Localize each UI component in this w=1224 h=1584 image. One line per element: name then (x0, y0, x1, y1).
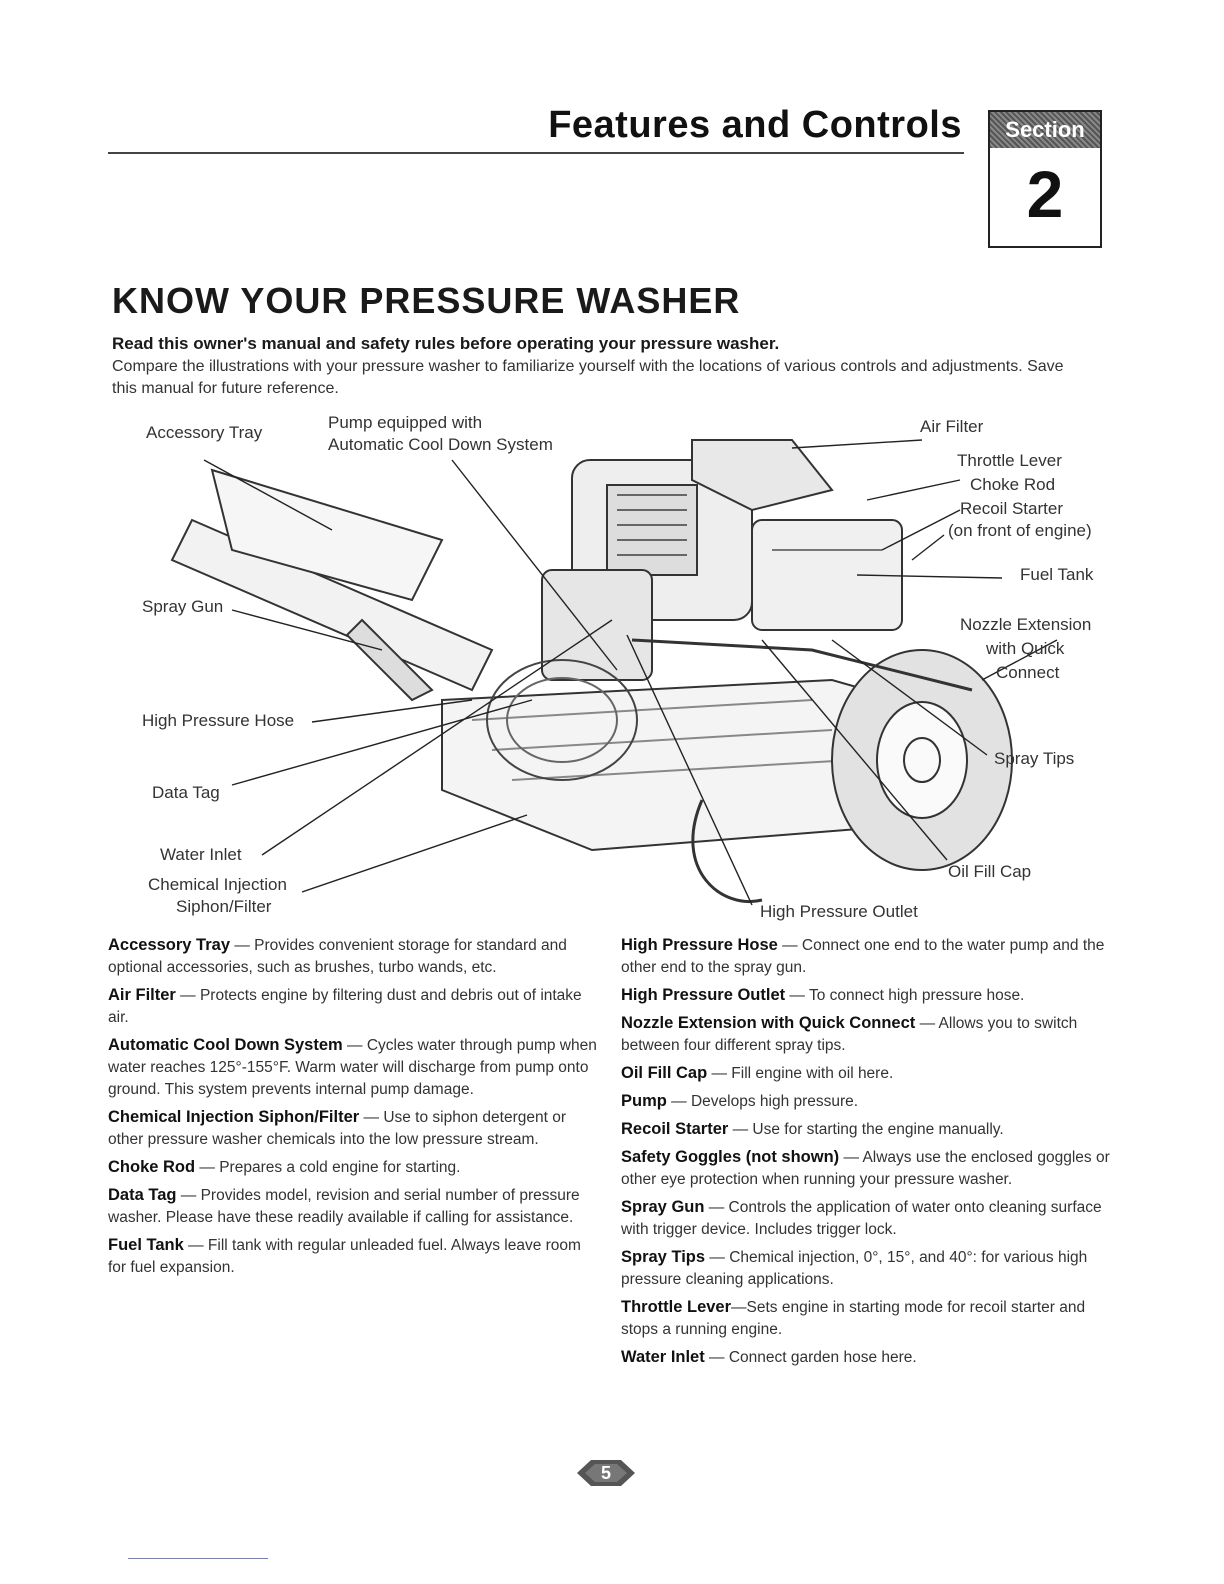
label-oil-fill-cap: Oil Fill Cap (948, 862, 1032, 881)
description-term: Safety Goggles (not shown) (621, 1148, 840, 1166)
description-term: Automatic Cool Down System (108, 1036, 343, 1054)
intro-text: Compare the illustrations with your pres… (112, 358, 1064, 397)
label-pump-line1: Pump equipped with (328, 413, 483, 432)
description-text: — Cycles water through pump when water r… (108, 1037, 597, 1098)
description-text: — Connect one end to the water pump and … (621, 937, 1105, 976)
label-recoil-note: (on front of engine) (948, 521, 1092, 540)
description-term: Pump (621, 1092, 667, 1110)
description-term: Oil Fill Cap (621, 1064, 708, 1082)
description-term: Recoil Starter (621, 1120, 729, 1138)
description-item: Accessory Tray — Provides convenient sto… (108, 934, 598, 979)
description-item: Recoil Starter — Use for starting the en… (621, 1118, 1111, 1141)
header-title: Features and Controls (548, 104, 962, 146)
section-label: Section (990, 112, 1100, 148)
descriptions-left: Accessory Tray — Provides convenient sto… (108, 934, 598, 1284)
description-item: High Pressure Hose — Connect one end to … (621, 934, 1111, 979)
label-nozzle-line1: Nozzle Extension (960, 615, 1092, 634)
description-item: Chemical Injection Siphon/Filter — Use t… (108, 1106, 598, 1151)
description-item: High Pressure Outlet — To connect high p… (621, 984, 1111, 1007)
label-spray-gun: Spray Gun (142, 597, 224, 616)
description-term: Spray Tips (621, 1248, 706, 1266)
label-chemical-injection-line1: Chemical Injection (148, 875, 287, 894)
descriptions-right: High Pressure Hose — Connect one end to … (621, 934, 1111, 1374)
description-item: Spray Tips — Chemical injection, 0°, 15°… (621, 1246, 1111, 1291)
section-tab: Section 2 (988, 110, 1102, 248)
description-item: Automatic Cool Down System — Cycles wate… (108, 1034, 598, 1101)
description-text: — Use to siphon detergent or other press… (108, 1109, 566, 1148)
bottom-rule (128, 1558, 268, 1559)
label-high-pressure-hose: High Pressure Hose (142, 711, 295, 730)
intro-bold: Read this owner's manual and safety rule… (112, 334, 780, 353)
description-text: — Use for starting the engine manually. (728, 1121, 1004, 1138)
description-term: High Pressure Hose (621, 936, 778, 954)
description-item: Data Tag — Provides model, revision and … (108, 1184, 598, 1229)
description-term: Chemical Injection Siphon/Filter (108, 1108, 360, 1126)
description-text: — Allows you to switch between four diff… (621, 1015, 1078, 1054)
label-throttle-lever: Throttle Lever (957, 451, 1062, 470)
label-accessory-tray: Accessory Tray (146, 423, 263, 442)
description-text: — Controls the application of water onto… (621, 1199, 1102, 1238)
description-term: Nozzle Extension with Quick Connect (621, 1014, 916, 1032)
description-item: Pump — Develops high pressure. (621, 1090, 1111, 1113)
description-text: — To connect high pressure hose. (785, 987, 1025, 1004)
label-water-inlet: Water Inlet (160, 845, 242, 864)
description-term: Air Filter (108, 986, 176, 1004)
description-text: — Chemical injection, 0°, 15°, and 40°: … (621, 1249, 1088, 1288)
pressure-washer-diagram: Accessory Tray Pump equipped with Automa… (112, 400, 1112, 930)
label-choke-rod: Choke Rod (970, 475, 1056, 494)
description-text: —Sets engine in starting mode for recoil… (621, 1299, 1086, 1338)
page-number: 5 (600, 1463, 611, 1483)
label-pump-line2: Automatic Cool Down System (328, 435, 553, 454)
description-item: Air Filter — Protects engine by filterin… (108, 984, 598, 1029)
description-text: — Provides model, revision and serial nu… (108, 1187, 580, 1226)
label-fuel-tank: Fuel Tank (1020, 565, 1094, 584)
label-data-tag: Data Tag (152, 783, 220, 802)
description-text: — Fill engine with oil here. (707, 1065, 894, 1082)
label-chemical-injection-line2: Siphon/Filter (176, 897, 272, 916)
description-item: Oil Fill Cap — Fill engine with oil here… (621, 1062, 1111, 1085)
description-term: Choke Rod (108, 1158, 196, 1176)
section-number: 2 (1026, 157, 1064, 231)
label-spray-tips: Spray Tips (994, 749, 1075, 768)
description-item: Choke Rod — Prepares a cold engine for s… (108, 1156, 598, 1179)
label-nozzle-line3: Connect (996, 663, 1060, 682)
page-heading: KNOW YOUR PRESSURE WASHER (112, 280, 741, 321)
page-number-badge: 5 (577, 1456, 635, 1490)
page-badge-shape (577, 1460, 635, 1486)
header-rule (108, 152, 964, 154)
label-high-pressure-outlet: High Pressure Outlet (760, 902, 918, 921)
description-term: Fuel Tank (108, 1236, 184, 1254)
description-item: Fuel Tank — Fill tank with regular unlea… (108, 1234, 598, 1279)
label-air-filter: Air Filter (920, 417, 984, 436)
label-nozzle-line2: with Quick (986, 639, 1065, 658)
description-text: — Provides convenient storage for standa… (108, 937, 567, 976)
description-item: Safety Goggles (not shown) — Always use … (621, 1146, 1111, 1191)
description-text: — Connect garden hose here. (704, 1349, 917, 1366)
description-item: Water Inlet — Connect garden hose here. (621, 1346, 1111, 1369)
description-item: Throttle Lever—Sets engine in starting m… (621, 1296, 1111, 1341)
description-term: Throttle Lever (621, 1298, 732, 1316)
description-term: Water Inlet (621, 1348, 705, 1366)
description-term: Accessory Tray (108, 936, 231, 954)
label-recoil-starter: Recoil Starter (960, 499, 1063, 518)
description-term: Spray Gun (621, 1198, 705, 1216)
description-text: — Protects engine by filtering dust and … (108, 987, 582, 1026)
description-term: Data Tag (108, 1186, 177, 1204)
description-text: — Fill tank with regular unleaded fuel. … (108, 1237, 581, 1276)
description-term: High Pressure Outlet (621, 986, 786, 1004)
description-text: — Prepares a cold engine for starting. (195, 1159, 461, 1176)
description-text: — Develops high pressure. (666, 1093, 859, 1110)
pressure-washer-illustration (170, 439, 1058, 906)
description-item: Spray Gun — Controls the application of … (621, 1196, 1111, 1241)
description-item: Nozzle Extension with Quick Connect — Al… (621, 1012, 1111, 1057)
description-text: — Always use the enclosed goggles or oth… (621, 1149, 1110, 1188)
